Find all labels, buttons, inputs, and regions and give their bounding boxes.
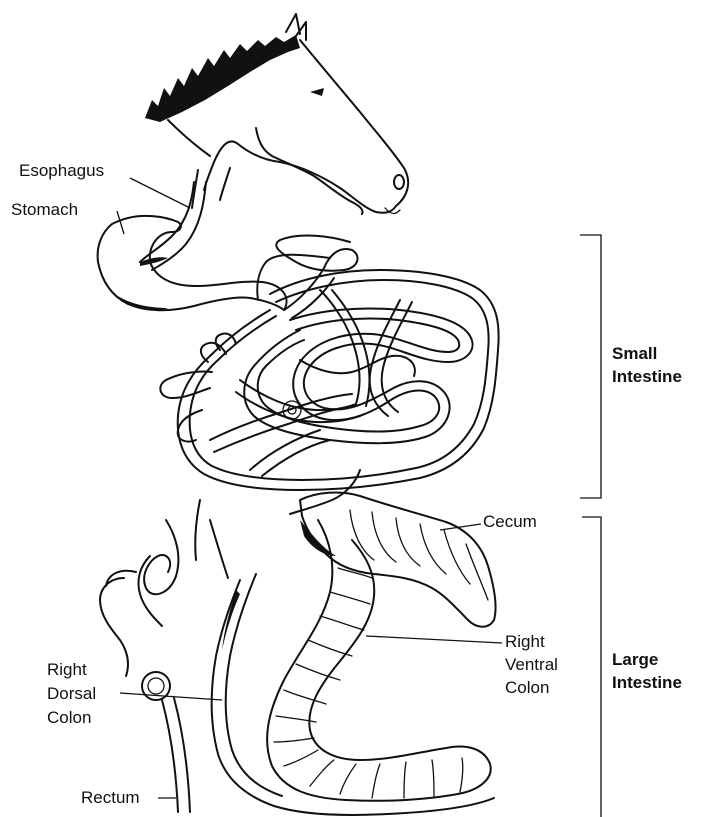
right-dorsal-colon-label-line2: Dorsal: [47, 684, 96, 704]
small-intestine-bracket: [580, 235, 601, 498]
right-dorsal-colon-label-line1: Right: [47, 660, 87, 680]
esophagus-tube-1: [140, 182, 194, 262]
right-ventral-colon-label-line3: Colon: [505, 678, 549, 698]
horse-neck-back: [168, 120, 210, 156]
horse-nostril: [394, 175, 404, 189]
rectum-label: Rectum: [81, 788, 140, 808]
rectum-tube-1: [162, 700, 178, 812]
horse-eye: [310, 88, 324, 96]
small-intestine-label-line1: Small: [612, 344, 657, 364]
horse-neck-front: [204, 141, 280, 190]
leader-lines: [117, 178, 502, 798]
dorsal-colon-outline: [212, 580, 494, 815]
right-dorsal-colon-label-line3: Colon: [47, 708, 91, 728]
large-intestine-label-line2: Intestine: [612, 673, 682, 693]
right-ventral-colon-label-line1: Right: [505, 632, 545, 652]
esophagus-label: Esophagus: [19, 161, 104, 181]
horse-mane: [145, 35, 300, 122]
neck-line-right: [220, 168, 230, 200]
large-intestine-label-line1: Large: [612, 650, 658, 670]
horse-face-profile: [280, 40, 408, 213]
small-intestine-drawing: [160, 236, 498, 514]
cecum-label: Cecum: [483, 512, 537, 532]
right-ventral-colon-label-line2: Ventral: [505, 655, 558, 675]
stomach-label: Stomach: [11, 200, 78, 220]
horse-ear: [286, 14, 300, 34]
cecum-outline: [300, 493, 496, 627]
large-intestine-bracket: [582, 517, 601, 817]
small-intestine-label-line2: Intestine: [612, 367, 682, 387]
large-intestine-drawing: [100, 493, 496, 816]
horse-head-drawing: [145, 14, 408, 214]
